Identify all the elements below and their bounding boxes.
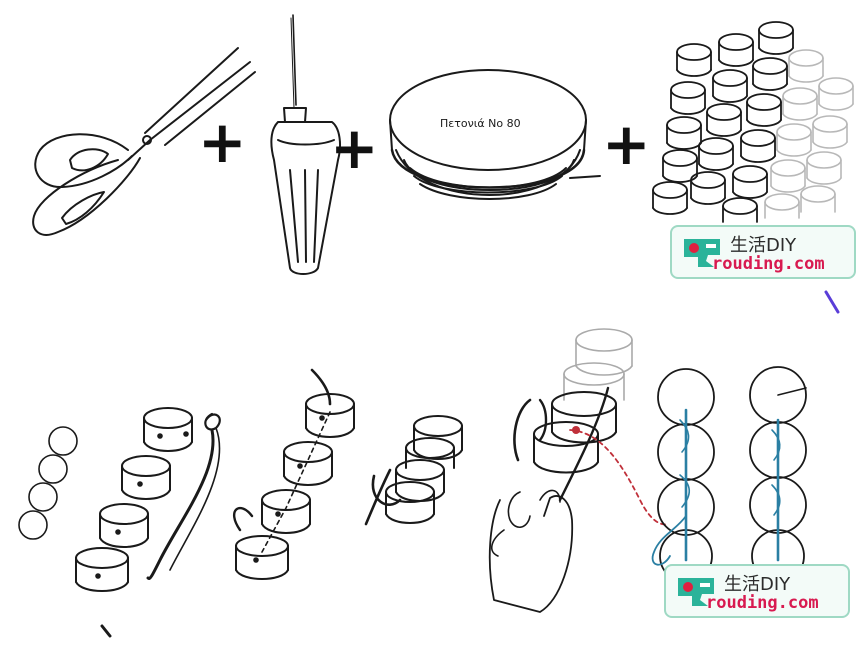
spool-label: Πετονιά Νο 80 (440, 117, 521, 130)
ring-outline-circles-icon (18, 426, 78, 540)
watermark-cn-text: 生活DIY (724, 574, 791, 595)
step4-threading-icon (488, 328, 669, 613)
ring-stack-icon (652, 21, 794, 223)
ring-stack-faded-icon (764, 49, 854, 219)
watermark-logo-icon (684, 239, 720, 267)
watermark-top: 生活DIY rouding.com (670, 225, 856, 279)
spool-icon (389, 69, 601, 200)
stray-tick-icon (100, 624, 112, 638)
watermark-bottom: 生活DIY rouding.com (664, 564, 850, 618)
step2-bands-icon (233, 368, 355, 580)
scissors-icon (32, 47, 256, 236)
awl-icon (270, 14, 341, 275)
watermark-url-text: rouding.com (706, 593, 819, 613)
plus-sign-2: + (330, 114, 379, 182)
strand-left-icon (651, 368, 715, 583)
step3-bands-icon (364, 415, 463, 526)
plus-sign-3: + (602, 110, 651, 178)
step1-bands-icon (75, 407, 221, 592)
plus-sign-1: + (198, 108, 247, 176)
stray-marker-icon (824, 290, 840, 314)
strand-right-icon (749, 366, 807, 583)
watermark-url-text: rouding.com (712, 254, 825, 274)
watermark-cn-text: 生活DIY (730, 235, 797, 256)
watermark-logo-icon (678, 578, 714, 606)
